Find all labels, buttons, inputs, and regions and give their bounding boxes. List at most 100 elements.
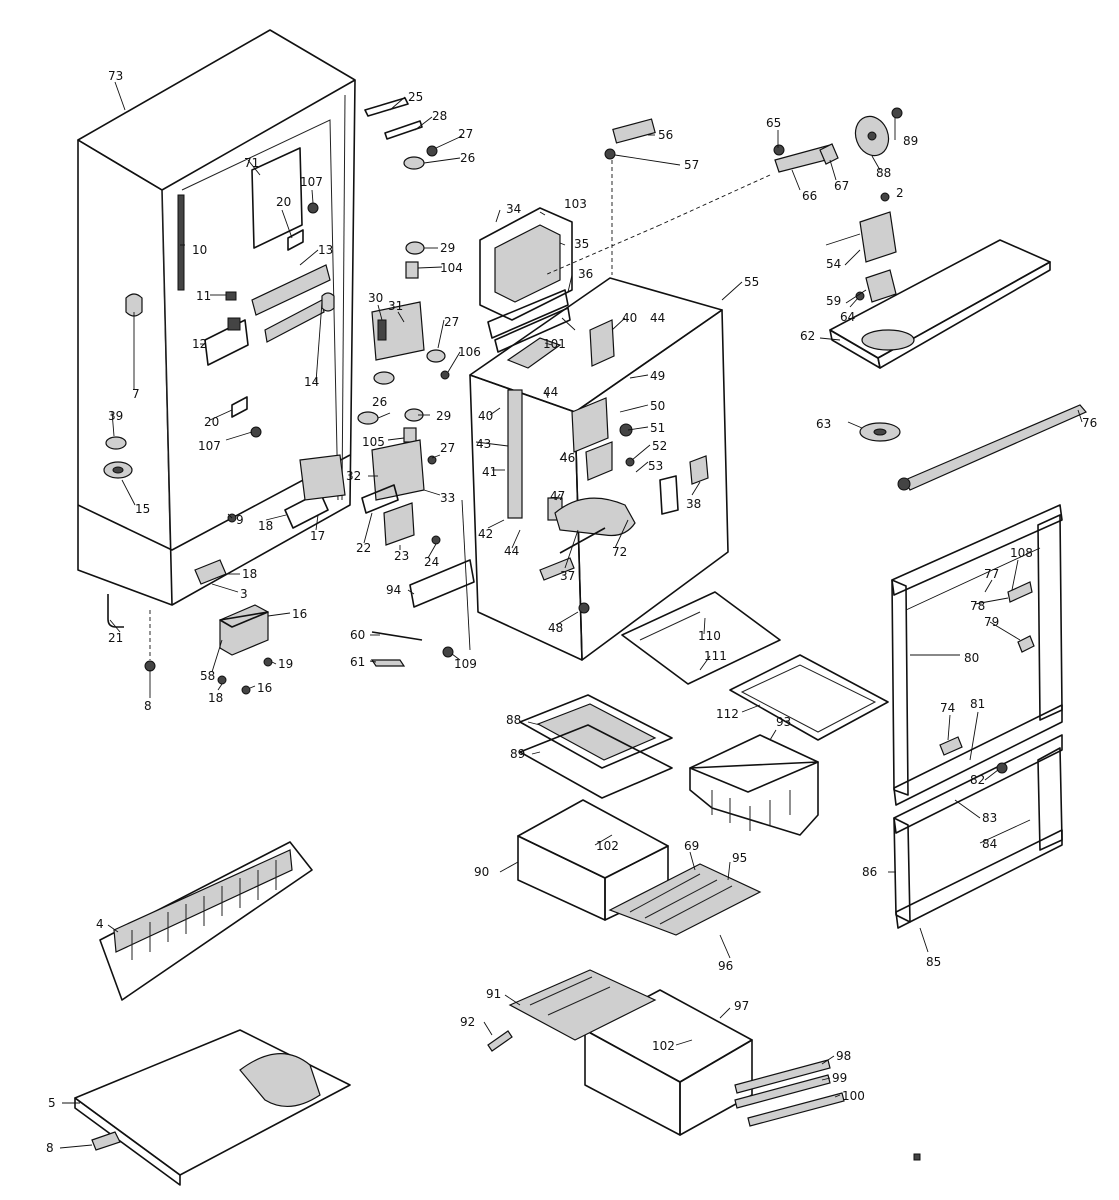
callout-19: 19 xyxy=(278,657,293,671)
callout-74: 74 xyxy=(940,701,955,715)
callout-58: 58 xyxy=(200,669,215,683)
screw-11 xyxy=(225,291,237,301)
callout-100: 100 xyxy=(842,1089,865,1103)
callout-109: 109 xyxy=(454,657,477,671)
callout-24: 24 xyxy=(424,555,439,569)
callout-50: 50 xyxy=(650,399,665,413)
callout-18-mid: 18 xyxy=(258,519,273,533)
callout-40-top: 40 xyxy=(622,311,637,325)
callout-65-top: 65 xyxy=(766,116,781,130)
callout-12: 12 xyxy=(192,337,207,351)
part-14 xyxy=(321,292,335,312)
callout-78: 78 xyxy=(970,599,985,613)
callout-3: 3 xyxy=(240,587,248,601)
part-94-bracket xyxy=(409,499,475,651)
callout-93: 93 xyxy=(776,715,791,729)
callout-111: 111 xyxy=(704,649,727,663)
callout-17: 17 xyxy=(310,529,325,543)
callout-41: 41 xyxy=(482,465,497,479)
callout-64: 64 xyxy=(840,310,855,324)
callout-44-mid: 44 xyxy=(543,385,558,399)
callout-46: 46 xyxy=(560,451,575,465)
part-82 xyxy=(996,762,1008,774)
callout-60-left: 60 xyxy=(350,628,365,642)
callout-5: 5 xyxy=(48,1096,56,1110)
callout-53: 53 xyxy=(648,459,663,473)
control-box-103 xyxy=(479,207,573,353)
cabinet-shell xyxy=(77,29,356,606)
callout-92: 92 xyxy=(460,1015,475,1029)
part-92 xyxy=(487,1030,513,1052)
callout-37: 37 xyxy=(560,569,575,583)
callout-85: 85 xyxy=(926,955,941,969)
hinge-hardware-upper xyxy=(364,97,450,385)
callout-98: 98 xyxy=(836,1049,851,1063)
callout-59: 59 xyxy=(826,294,841,308)
callout-102-lower: 102 xyxy=(652,1039,675,1053)
callout-31: 31 xyxy=(388,299,403,313)
screw-18-lower xyxy=(217,675,227,685)
callout-107-top: 107 xyxy=(300,175,323,189)
callout-7: 7 xyxy=(132,387,140,401)
callout-16-bottom: 16 xyxy=(257,681,272,695)
part-61 xyxy=(370,659,406,667)
callout-95: 95 xyxy=(732,851,747,865)
callout-89: 89 xyxy=(903,134,918,148)
callout-88-shelf: 88 xyxy=(506,713,521,727)
thermostat-54 xyxy=(825,192,897,303)
damper-assembly xyxy=(544,107,903,276)
part-15 xyxy=(103,461,133,479)
callout-52: 52 xyxy=(652,439,667,453)
callout-90: 90 xyxy=(474,865,489,879)
callout-91: 91 xyxy=(486,987,501,1001)
callout-20-top: 20 xyxy=(276,195,291,209)
callout-48: 48 xyxy=(548,621,563,635)
callout-61: 61 xyxy=(350,655,365,669)
callout-32: 32 xyxy=(346,469,361,483)
callout-42: 42 xyxy=(478,527,493,541)
callout-66: 66 xyxy=(802,189,817,203)
callout-107-bottom: 107 xyxy=(198,439,221,453)
part-63 xyxy=(859,422,901,442)
callout-73: 73 xyxy=(108,69,123,83)
callout-108: 108 xyxy=(1010,546,1033,560)
callout-101: 101 xyxy=(543,337,566,351)
part-78 xyxy=(1007,581,1033,603)
screw-19 xyxy=(263,657,273,667)
callout-77: 77 xyxy=(984,567,999,581)
callout-106: 106 xyxy=(458,345,481,359)
rail-13 xyxy=(251,264,331,343)
callout-76: 76 xyxy=(1082,416,1097,430)
callout-96: 96 xyxy=(718,959,733,973)
callout-56: 56 xyxy=(658,128,673,142)
part-109 xyxy=(442,646,454,658)
callout-84: 84 xyxy=(982,837,997,851)
callout-110: 110 xyxy=(698,629,721,643)
callout-15: 15 xyxy=(135,502,150,516)
callout-33: 33 xyxy=(440,491,455,505)
callout-23: 23 xyxy=(394,549,409,563)
callout-labels: 73 25 28 27 26 56 57 65 89 88 67 66 2 10… xyxy=(46,69,1097,1155)
callout-63: 63 xyxy=(816,417,831,431)
callout-39: 39 xyxy=(108,409,123,423)
part-60-upper-rod xyxy=(371,631,423,641)
callout-54: 54 xyxy=(826,257,841,271)
callout-18-bottom: 18 xyxy=(208,691,223,705)
callout-82: 82 xyxy=(970,773,985,787)
callout-30: 30 xyxy=(368,291,383,305)
dot-marker xyxy=(913,1153,921,1161)
callout-28: 28 xyxy=(432,109,447,123)
callout-80: 80 xyxy=(964,651,979,665)
callout-57: 57 xyxy=(684,158,699,172)
toe-grille xyxy=(99,841,313,1001)
shelf-96 xyxy=(608,863,762,936)
drip-pan xyxy=(74,1029,351,1186)
callout-102-upper: 102 xyxy=(596,839,619,853)
callout-29-mid: 29 xyxy=(436,409,451,423)
screw-107-lower xyxy=(250,426,262,438)
callout-81: 81 xyxy=(970,697,985,711)
callout-86: 86 xyxy=(862,865,877,879)
callout-104: 104 xyxy=(440,261,463,275)
cover-91 xyxy=(508,969,657,1041)
slides-98-100 xyxy=(734,1059,845,1127)
